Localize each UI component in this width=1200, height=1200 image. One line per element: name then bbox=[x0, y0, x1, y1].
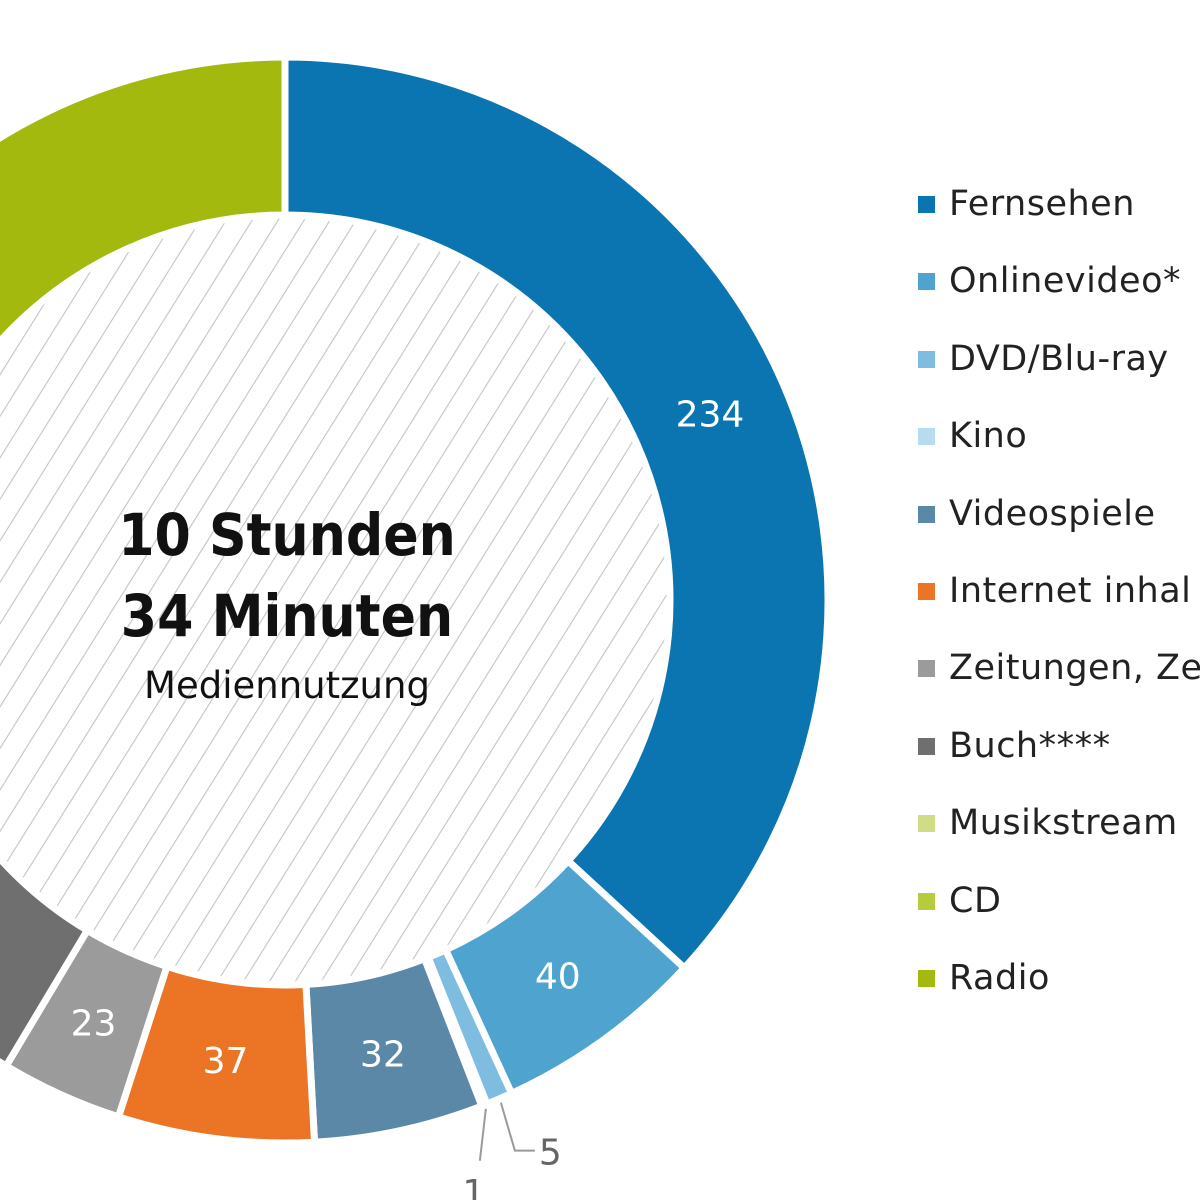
segment-fernsehen bbox=[281, 53, 832, 973]
legend-swatch bbox=[918, 660, 935, 678]
callout-line-dvd-blu-ray bbox=[499, 1102, 535, 1152]
legend-swatch bbox=[918, 815, 935, 833]
legend-swatch bbox=[918, 892, 935, 910]
legend-swatch bbox=[918, 505, 935, 523]
legend-label: Buch**** bbox=[949, 725, 1111, 766]
center-line-3: Mediennutzung bbox=[144, 664, 430, 707]
legend-swatch bbox=[918, 969, 935, 987]
legend-item-onlinevideo: Onlinevideo* bbox=[918, 257, 1200, 334]
legend-swatch bbox=[918, 350, 935, 368]
donut-segments bbox=[0, 53, 832, 1147]
segment-label-videospiele: 32 bbox=[360, 1035, 406, 1076]
legend-item-fernsehen: Fernsehen bbox=[918, 180, 1200, 257]
legend-item-dvd-blu-ray: DVD/Blu-ray bbox=[918, 335, 1200, 412]
legend-swatch bbox=[918, 428, 935, 446]
segment-buch bbox=[0, 853, 93, 1071]
legend-label: Kino bbox=[949, 416, 1028, 457]
segment-label-fernsehen: 234 bbox=[676, 395, 745, 436]
center-line-2: 34 Minuten bbox=[121, 582, 453, 650]
legend-swatch bbox=[918, 273, 935, 291]
legend-item-musikstream: Musikstream bbox=[918, 799, 1200, 876]
legend-label: Onlinevideo* bbox=[949, 261, 1181, 302]
legend-item-buch: Buch**** bbox=[918, 722, 1200, 799]
legend-label: Radio bbox=[949, 957, 1050, 998]
legend-item-internet-inhal: Internet inhal bbox=[918, 567, 1200, 644]
legend-label: Zeitungen, Ze bbox=[949, 648, 1200, 689]
segment-label-buch: 0 bbox=[0, 940, 2, 981]
callout-label-kino: 1 bbox=[462, 1173, 485, 1200]
legend-item-radio: Radio bbox=[918, 954, 1200, 1031]
segment-radio bbox=[0, 53, 289, 347]
segment-label-internet-inhal: 37 bbox=[203, 1041, 249, 1082]
legend-label: Videospiele bbox=[949, 493, 1156, 534]
segment-labels: 234 40 5 1 32 37 23 0 bbox=[0, 395, 744, 1200]
callout-label-dvd-blu-ray: 5 bbox=[539, 1133, 562, 1174]
legend-item-videospiele: Videospiele bbox=[918, 490, 1200, 567]
legend-label: Fernsehen bbox=[949, 184, 1135, 224]
legend-label: CD bbox=[949, 880, 1002, 921]
segment-label-zeitungen-ze: 23 bbox=[71, 1004, 117, 1045]
legend-label: Musikstream bbox=[949, 803, 1178, 844]
legend-item-kino: Kino bbox=[918, 412, 1200, 489]
center-hatch bbox=[0, 215, 670, 985]
center-line-1: 10 Stunden bbox=[118, 501, 456, 569]
segment-label-onlinevideo: 40 bbox=[535, 956, 581, 997]
callout-line-kino bbox=[478, 1108, 487, 1161]
legend-swatch bbox=[918, 737, 935, 755]
legend-swatch bbox=[918, 196, 935, 213]
legend-label: Internet inhal bbox=[949, 570, 1192, 611]
legend-item-zeitungen-ze: Zeitungen, Ze bbox=[918, 644, 1200, 721]
legend-swatch bbox=[918, 582, 935, 600]
legend-label: DVD/Blu-ray bbox=[949, 338, 1169, 379]
legend-item-cd: CD bbox=[918, 877, 1200, 954]
